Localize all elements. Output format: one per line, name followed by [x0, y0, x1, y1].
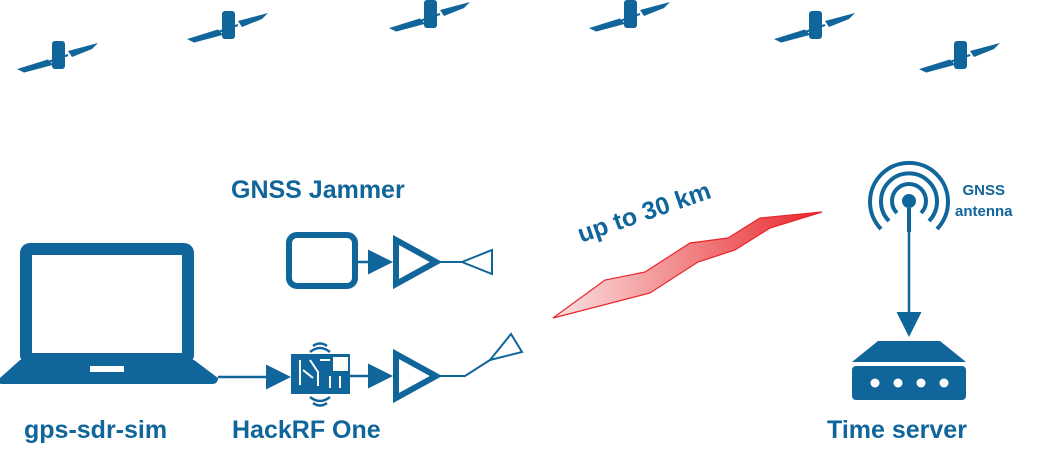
- satellite-icon: [772, 10, 856, 44]
- hackrf-label: HackRF One: [232, 416, 381, 444]
- antenna-label-line1: GNSS: [962, 182, 1006, 199]
- tx-antenna-icon: [436, 359, 491, 377]
- satellite-icon: [15, 40, 99, 74]
- jammer-antenna-icon: [459, 248, 493, 276]
- antenna-label-line2: antenna: [955, 203, 1013, 220]
- time-server-label: Time server: [827, 416, 967, 444]
- jammer-label: GNSS Jammer: [231, 176, 405, 204]
- gnss-antenna-icon: [868, 160, 950, 232]
- satellite-icon: [917, 40, 1001, 74]
- antenna-label: GNSS antenna: [955, 180, 1013, 222]
- laptop-icon: [0, 243, 218, 384]
- signal-path: [552, 211, 823, 319]
- amplifier-icon: [393, 348, 443, 404]
- satellite-icon: [387, 0, 471, 33]
- time-server-icon: [852, 341, 966, 400]
- hackrf-board-icon: [291, 342, 350, 407]
- laptop-label: gps-sdr-sim: [24, 416, 168, 444]
- jammer-box-icon: [286, 232, 358, 289]
- satellite-icon: [587, 0, 671, 33]
- amplifier-icon: [393, 234, 443, 290]
- satellite-icon: [185, 10, 269, 44]
